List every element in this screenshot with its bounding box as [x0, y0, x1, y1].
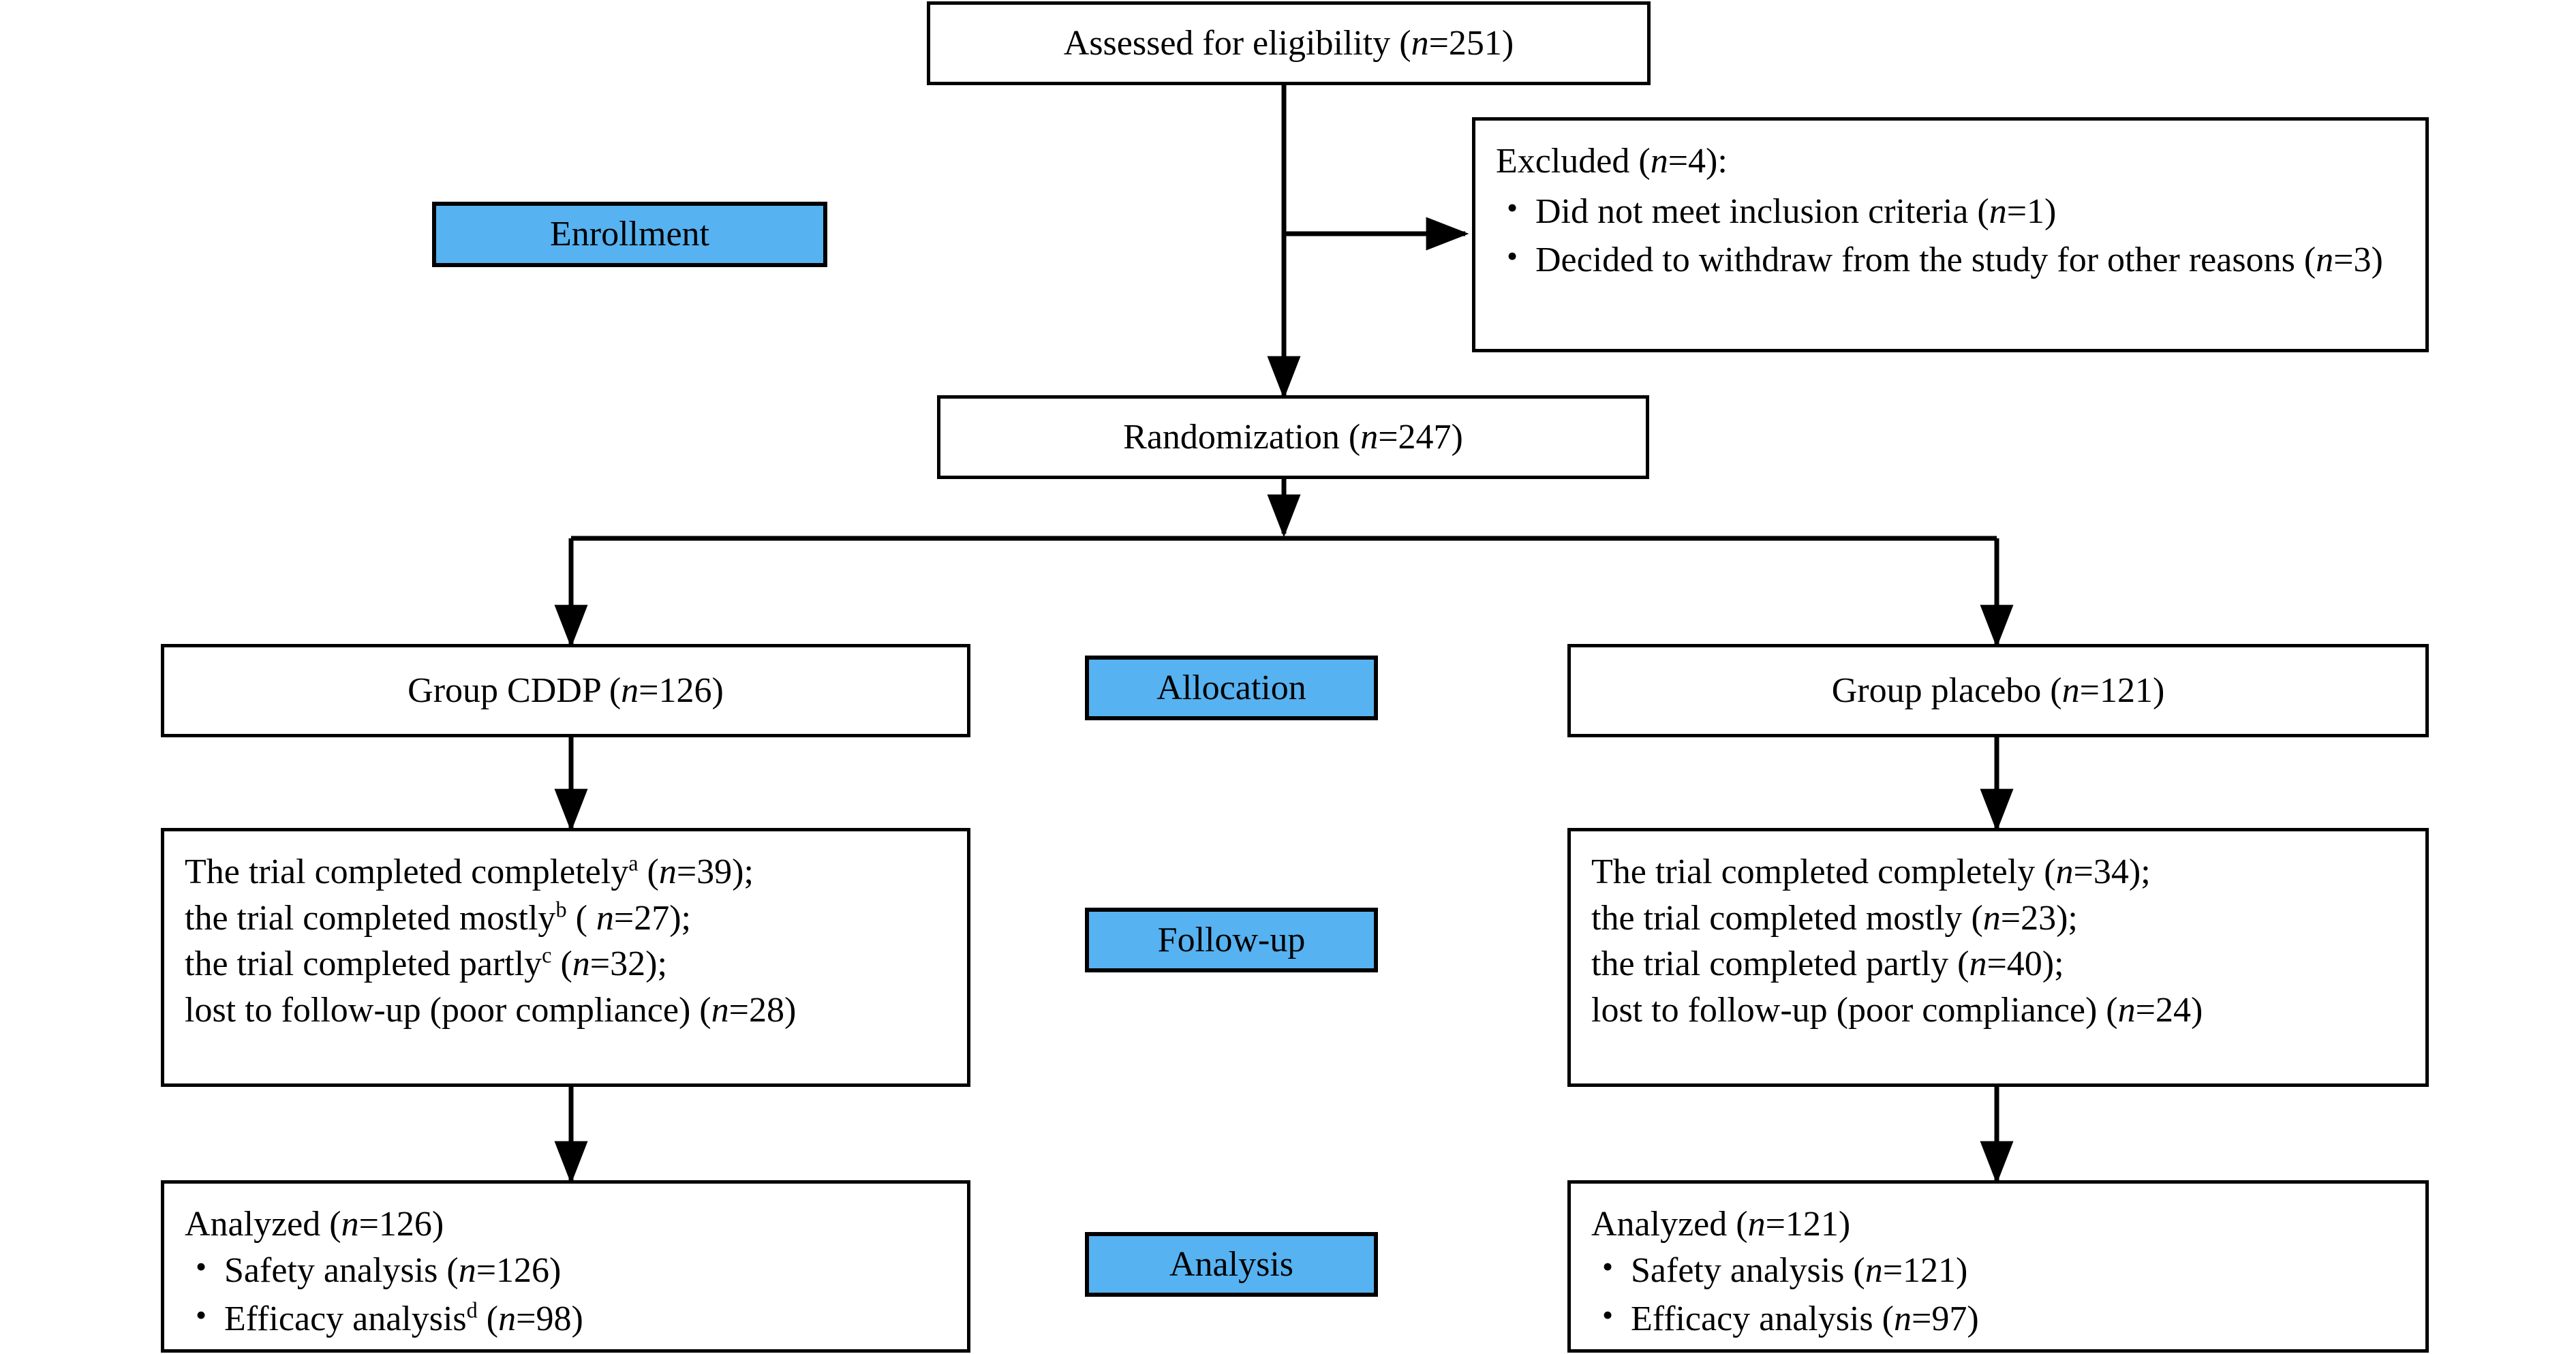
- box-right-followup: The trial completed completely (n=34); t…: [1567, 828, 2429, 1087]
- left-analysis-heading: Analyzed (n=126): [185, 1205, 444, 1244]
- box-excluded: Excluded (n=4): Did not meet inclusion c…: [1472, 117, 2429, 352]
- n-italic: n: [1411, 23, 1429, 63]
- randomization-label: Randomization (n=247): [1123, 417, 1463, 457]
- box-randomization: Randomization (n=247): [937, 395, 1649, 479]
- left-analysis-item: Efficacy analysisd (n=98): [185, 1295, 947, 1342]
- right-followup-line: The trial completed completely (n=34);: [1591, 852, 2151, 891]
- box-left-analysis: Analyzed (n=126) Safety analysis (n=126)…: [161, 1180, 970, 1353]
- box-right-allocation-group-placebo: Group placebo (n=121): [1567, 644, 2429, 737]
- box-left-followup: The trial completed completelya (n=39); …: [161, 828, 970, 1087]
- box-left-allocation-group-cddp: Group CDDP (n=126): [161, 644, 970, 737]
- footnote-marker-a: a: [628, 850, 639, 876]
- left-followup-line: lost to follow-up (poor compliance) (n=2…: [185, 990, 797, 1030]
- right-analysis-item: Safety analysis (n=121): [1591, 1246, 2405, 1294]
- left-analysis-item-list: Safety analysis (n=126) Efficacy analysi…: [185, 1246, 947, 1342]
- phase-label-enrollment-text: Enrollment: [550, 215, 709, 253]
- phase-label-followup-text: Follow-up: [1157, 920, 1306, 959]
- right-followup-line: the trial completed mostly (n=23);: [1591, 898, 2078, 938]
- right-analysis-item-list: Safety analysis (n=121) Efficacy analysi…: [1591, 1246, 2405, 1342]
- right-followup-line: lost to follow-up (poor compliance) (n=2…: [1591, 990, 2203, 1030]
- right-allocation-label: Group placebo (n=121): [1831, 671, 2165, 710]
- phase-label-analysis: Analysis: [1085, 1232, 1378, 1297]
- right-followup-line: the trial completed partly (n=40);: [1591, 944, 2064, 984]
- box-right-analysis: Analyzed (n=121) Safety analysis (n=121)…: [1567, 1180, 2429, 1353]
- excluded-reason-item: Did not meet inclusion criteria (n=1): [1496, 187, 2405, 235]
- left-followup-line: The trial completed completelya (n=39);: [185, 850, 754, 891]
- phase-label-allocation: Allocation: [1085, 656, 1378, 720]
- left-followup-line: the trial completed partlyc (n=32);: [185, 942, 667, 984]
- phase-label-allocation-text: Allocation: [1156, 668, 1306, 707]
- footnote-marker-d: d: [466, 1297, 478, 1323]
- left-analysis-item: Safety analysis (n=126): [185, 1246, 947, 1294]
- footnote-marker-c: c: [542, 942, 552, 968]
- excluded-heading: Excluded (n=4):: [1496, 142, 1728, 181]
- excluded-reason-list: Did not meet inclusion criteria (n=1) De…: [1496, 187, 2405, 283]
- footnote-marker-b: b: [555, 897, 567, 922]
- phase-label-analysis-text: Analysis: [1169, 1244, 1293, 1284]
- left-allocation-label: Group CDDP (n=126): [408, 671, 724, 710]
- right-analysis-item: Efficacy analysis (n=97): [1591, 1295, 2405, 1342]
- right-analysis-heading: Analyzed (n=121): [1591, 1205, 1851, 1244]
- excluded-reason-item: Decided to withdraw from the study for o…: [1496, 236, 2405, 283]
- assessed-label: Assessed for eligibility (n=251): [1063, 23, 1514, 63]
- left-followup-line: the trial completed mostlyb ( n=27);: [185, 897, 691, 938]
- phase-label-followup: Follow-up: [1085, 908, 1378, 972]
- box-assessed-for-eligibility: Assessed for eligibility (n=251): [927, 1, 1651, 85]
- phase-label-enrollment: Enrollment: [432, 202, 827, 267]
